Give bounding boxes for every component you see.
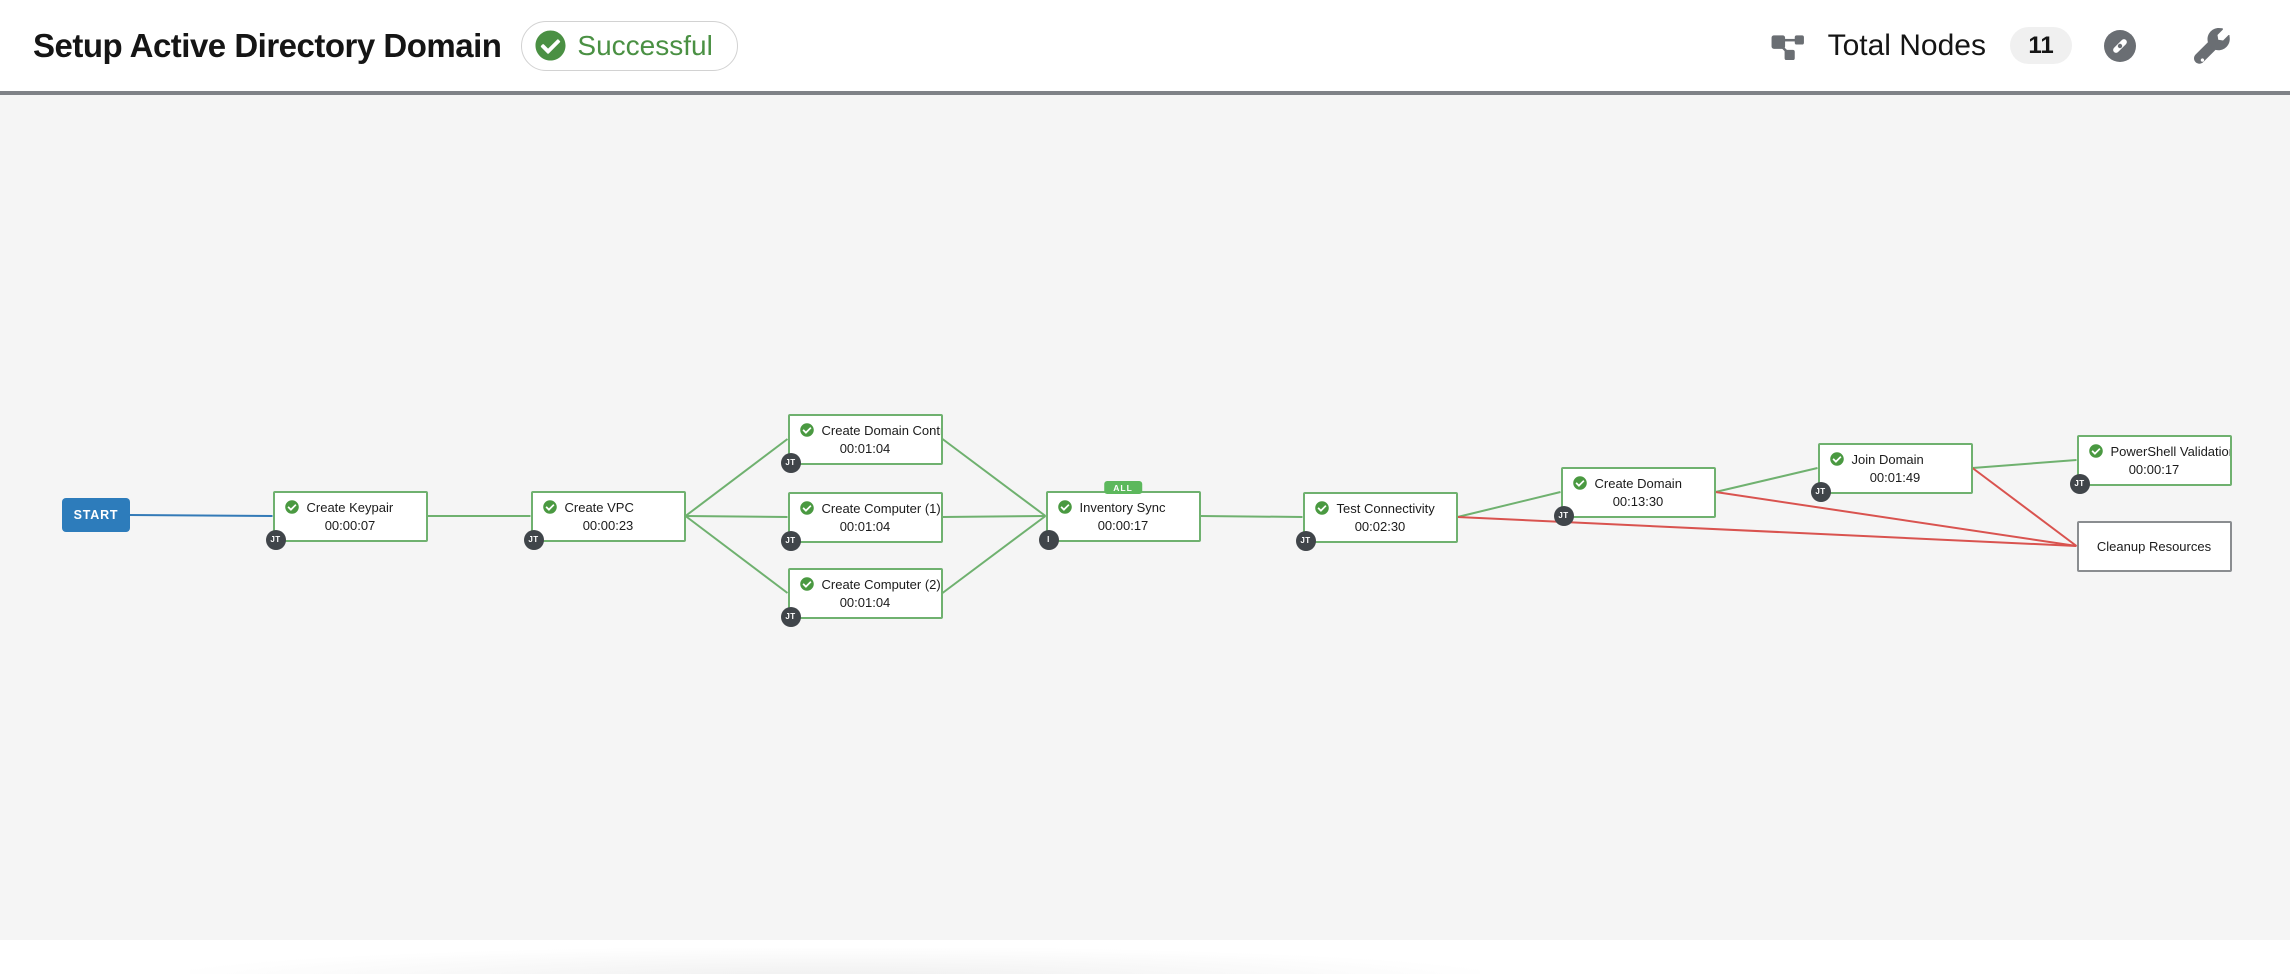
node-success-check-icon xyxy=(799,423,814,437)
node-title: Create Domain xyxy=(1563,469,1714,491)
edge-start-to-create_keypair-start xyxy=(129,514,273,517)
edge-create_domain-to-cleanup_resources-failure xyxy=(1715,491,2077,547)
edge-create_vpc-to-create_domain_controller-success xyxy=(684,438,789,517)
job-template-badge: JT xyxy=(780,530,801,551)
node-title: Test Connectivity xyxy=(1305,494,1456,516)
node-elapsed-time: 00:00:17 xyxy=(1097,517,1149,533)
convergence-all-badge: ALL xyxy=(1104,480,1142,494)
total-nodes-label: Total Nodes xyxy=(1827,28,1986,62)
node-success-check-icon xyxy=(284,500,299,514)
edge-create_domain-to-join_domain-success xyxy=(1715,467,1818,493)
node-title: Inventory Sync xyxy=(1048,493,1199,515)
node-success-check-icon xyxy=(542,500,557,514)
node-success-check-icon xyxy=(1057,500,1072,514)
edge-inventory_sync-to-test_connectivity-success xyxy=(1200,515,1303,518)
node-title: Cleanup Resources xyxy=(2079,523,2230,570)
node-success-check-icon xyxy=(2088,444,2103,458)
workflow-output-header: Setup Active Directory Domain Successful… xyxy=(0,0,2290,91)
edge-create_vpc-to-create_computer_2-success xyxy=(684,515,789,594)
page-title: Setup Active Directory Domain xyxy=(33,26,502,64)
legend-compass-button[interactable] xyxy=(2104,29,2136,62)
edge-create_vpc-to-create_computer_1-success xyxy=(685,515,788,518)
node-title: Create VPC xyxy=(533,493,684,515)
job-template-badge: JT xyxy=(1810,481,1831,502)
job-template-badge: JT xyxy=(780,452,801,473)
job-template-badge: JT xyxy=(1295,530,1316,551)
node-label: Create Domain Contr... xyxy=(821,422,941,438)
node-label: PowerShell Validation xyxy=(2110,443,2230,459)
node-label: Test Connectivity xyxy=(1336,500,1435,516)
node-title: Create Computer (2) xyxy=(790,570,941,592)
inventory-source-badge: I xyxy=(1038,529,1059,550)
edge-join_domain-to-powershell_validation-success xyxy=(1972,459,2077,469)
node-success-check-icon xyxy=(1829,452,1844,466)
node-elapsed-time: 00:00:17 xyxy=(2128,461,2180,477)
bottom-shadow-artifact xyxy=(190,948,1480,974)
check-circle-icon xyxy=(535,30,566,61)
workflow-node-start[interactable]: START xyxy=(62,498,130,532)
node-success-check-icon xyxy=(799,577,814,591)
workflow-node-cleanup_resources[interactable]: Cleanup Resources xyxy=(2076,520,2232,572)
node-elapsed-time: 00:00:07 xyxy=(324,517,376,533)
node-elapsed-time: 00:01:04 xyxy=(839,440,891,456)
workflow-topology-icon xyxy=(1771,31,1804,60)
job-template-badge: JT xyxy=(1553,505,1574,526)
tools-wrench-button[interactable] xyxy=(2194,27,2230,64)
job-template-badge: JT xyxy=(265,529,286,550)
edge-create_computer_2-to-inventory_sync-success xyxy=(941,515,1047,594)
edge-test_connectivity-to-create_domain-success xyxy=(1457,491,1561,518)
workflow-edges-layer xyxy=(129,438,2078,594)
total-nodes-count-badge: 11 xyxy=(2010,27,2072,64)
node-elapsed-time: 00:13:30 xyxy=(1612,493,1664,509)
node-elapsed-time: 00:01:49 xyxy=(1869,469,1921,485)
node-elapsed-time: 00:02:30 xyxy=(1354,518,1406,534)
node-title: Join Domain xyxy=(1820,445,1971,467)
node-elapsed-time: 00:00:23 xyxy=(582,517,634,533)
node-elapsed-time: 00:01:04 xyxy=(839,518,891,534)
status-badge-label: Successful xyxy=(577,29,713,61)
node-label: Cleanup Resources xyxy=(2096,538,2212,554)
node-label: Create Computer (1) xyxy=(821,500,941,516)
job-template-badge: JT xyxy=(523,529,544,550)
status-badge: Successful xyxy=(521,20,738,71)
compass-icon xyxy=(2104,29,2136,62)
job-template-badge: JT xyxy=(2069,473,2090,494)
node-success-check-icon xyxy=(1314,501,1329,515)
edge-join_domain-to-cleanup_resources-failure xyxy=(1971,467,2078,547)
node-title: Create Computer (1) xyxy=(790,494,941,516)
node-title: PowerShell Validation xyxy=(2079,437,2230,459)
node-label: Create Keypair xyxy=(306,499,394,515)
node-title: Create Domain Contr... xyxy=(790,416,941,438)
wrench-icon xyxy=(2194,27,2230,64)
node-label: Create Computer (2) xyxy=(821,576,941,592)
node-title: Create Keypair xyxy=(275,493,426,515)
edge-create_computer_1-to-inventory_sync-success xyxy=(942,515,1046,518)
node-elapsed-time: 00:01:04 xyxy=(839,594,891,610)
node-label: Create VPC xyxy=(564,499,634,515)
node-success-check-icon xyxy=(799,501,814,515)
edge-create_domain_controller-to-inventory_sync-success xyxy=(941,438,1047,517)
node-label: Create Domain xyxy=(1594,475,1682,491)
header-toolbar: Total Nodes 11 xyxy=(1771,27,2230,64)
node-success-check-icon xyxy=(1572,476,1587,490)
node-label: Join Domain xyxy=(1851,451,1924,467)
node-label: Inventory Sync xyxy=(1079,499,1166,515)
job-template-badge: JT xyxy=(780,606,801,627)
